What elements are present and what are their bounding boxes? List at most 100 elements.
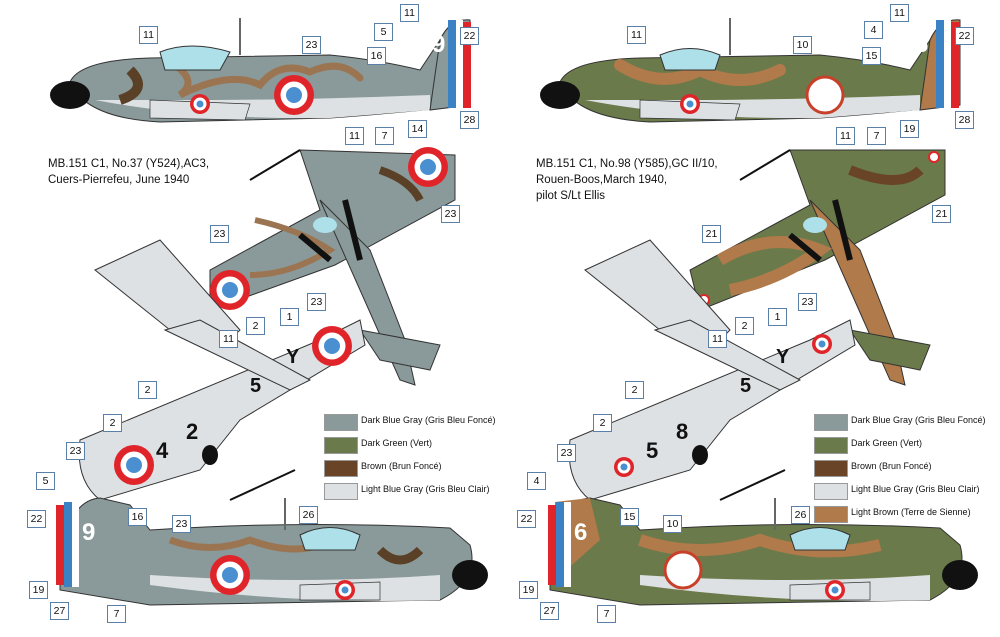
right-caption-line-2: Rouen-Boos,March 1940, <box>536 174 668 186</box>
callout-box: 28 <box>955 111 974 129</box>
right-bottom-profile: 6 <box>548 497 978 606</box>
callout-box: 23 <box>441 205 460 223</box>
legend-label: Light Blue Gray (Gris Bleu Clair) <box>361 484 490 494</box>
color-swatch <box>814 483 848 500</box>
callout-box: 22 <box>460 27 479 45</box>
callout-box: 7 <box>107 605 126 623</box>
callout-box: 11 <box>627 26 646 44</box>
callout-box: 26 <box>299 506 318 524</box>
callout-box: 23 <box>66 442 85 460</box>
right-caption-line-3: pilot S/Lt Ellis <box>536 190 606 202</box>
color-swatch <box>814 437 848 454</box>
callout-box: 16 <box>128 508 147 526</box>
left-top-profile: 9 <box>50 18 471 123</box>
left-bottom-profile: 9 <box>56 497 488 606</box>
callout-box: 27 <box>50 602 69 620</box>
callout-box: 23 <box>798 293 817 311</box>
left-under-code-4: 4 <box>156 438 169 463</box>
callout-box: 14 <box>408 120 427 138</box>
callout-box: 11 <box>708 330 727 348</box>
callout-box: 23 <box>557 444 576 462</box>
callout-box: 28 <box>460 111 479 129</box>
right-top-profile: 6 <box>540 18 961 123</box>
callout-box: 2 <box>625 381 644 399</box>
legend-label: Dark Green (Vert) <box>361 438 433 448</box>
callout-box: 2 <box>103 414 122 432</box>
legend-label: Light Brown (Terre de Sienne) <box>851 507 971 517</box>
left-underside-view: Y 5 2 4 <box>78 239 366 501</box>
left-under-code-y: Y <box>286 346 300 368</box>
callout-box: 23 <box>302 36 321 54</box>
right-top-plan-view <box>689 149 946 386</box>
callout-box: 10 <box>663 515 682 533</box>
right-top-fin-number: 6 <box>915 31 928 58</box>
callout-box: 26 <box>791 506 810 524</box>
color-swatch <box>814 506 848 523</box>
color-swatch <box>324 483 358 500</box>
left-top-fin-number: 9 <box>432 31 445 58</box>
left-bottom-fin-number: 9 <box>82 519 95 546</box>
color-swatch <box>814 414 848 431</box>
callout-box: 11 <box>890 4 909 22</box>
right-under-code-5b: 5 <box>646 438 658 463</box>
callout-box: 7 <box>597 605 616 623</box>
callout-box: 11 <box>219 330 238 348</box>
callout-box: 5 <box>374 23 393 41</box>
legend-label: Dark Blue Gray (Gris Bleu Foncé) <box>361 415 496 425</box>
callout-box: 15 <box>620 508 639 526</box>
callout-box: 1 <box>280 308 299 326</box>
callout-box: 10 <box>793 36 812 54</box>
left-under-code-5: 5 <box>250 375 261 397</box>
callout-box: 11 <box>836 127 855 145</box>
callout-box: 21 <box>702 225 721 243</box>
color-swatch <box>324 414 358 431</box>
color-swatch <box>814 460 848 477</box>
callout-box: 23 <box>172 515 191 533</box>
callout-box: 22 <box>517 510 536 528</box>
callout-box: 15 <box>862 47 881 65</box>
legend-label: Light Blue Gray (Gris Bleu Clair) <box>851 484 980 494</box>
legend-label: Dark Green (Vert) <box>851 438 923 448</box>
callout-box: 11 <box>400 4 419 22</box>
callout-box: 23 <box>210 225 229 243</box>
callout-box: 23 <box>307 293 326 311</box>
color-swatch <box>324 460 358 477</box>
callout-box: 27 <box>540 602 559 620</box>
callout-box: 22 <box>27 510 46 528</box>
callout-box: 4 <box>864 21 883 39</box>
left-caption-line-2: Cuers-Pierrefeu, June 1940 <box>48 174 190 186</box>
callout-box: 2 <box>138 381 157 399</box>
legend-label: Brown (Brun Foncé) <box>361 461 442 471</box>
right-under-code-y: Y <box>776 346 790 368</box>
callout-box: 4 <box>527 472 546 490</box>
callout-box: 2 <box>246 317 265 335</box>
left-top-plan-view <box>209 147 456 386</box>
callout-box: 19 <box>29 581 48 599</box>
left-caption-line-1: MB.151 C1, No.37 (Y524),AC3, <box>48 158 210 170</box>
right-under-code-5: 5 <box>740 375 751 397</box>
right-aircraft-caption: MB.151 C1, No.98 (Y585),GC II/10, Rouen-… <box>536 156 718 204</box>
callout-box: 2 <box>735 317 754 335</box>
color-swatch <box>324 437 358 454</box>
callout-box: 19 <box>519 581 538 599</box>
callout-box: 2 <box>593 414 612 432</box>
callout-box: 21 <box>932 205 951 223</box>
callout-box: 22 <box>955 27 974 45</box>
callout-box: 7 <box>375 127 394 145</box>
callout-box: 19 <box>900 120 919 138</box>
legend-label: Brown (Brun Foncé) <box>851 461 932 471</box>
right-caption-line-1: MB.151 C1, No.98 (Y585),GC II/10, <box>536 158 718 170</box>
right-underside-view: Y 5 8 5 <box>568 239 856 501</box>
callout-box: 7 <box>867 127 886 145</box>
right-under-code-8: 8 <box>676 419 688 444</box>
callout-box: 16 <box>367 47 386 65</box>
left-aircraft-caption: MB.151 C1, No.37 (Y524),AC3, Cuers-Pierr… <box>48 156 209 188</box>
callout-box: 1 <box>768 308 787 326</box>
callout-box: 5 <box>36 472 55 490</box>
callout-box: 11 <box>139 26 158 44</box>
legend-label: Dark Blue Gray (Gris Bleu Foncé) <box>851 415 986 425</box>
callout-box: 11 <box>345 127 364 145</box>
right-bottom-fin-number: 6 <box>574 519 587 546</box>
left-under-code-2: 2 <box>186 419 198 444</box>
